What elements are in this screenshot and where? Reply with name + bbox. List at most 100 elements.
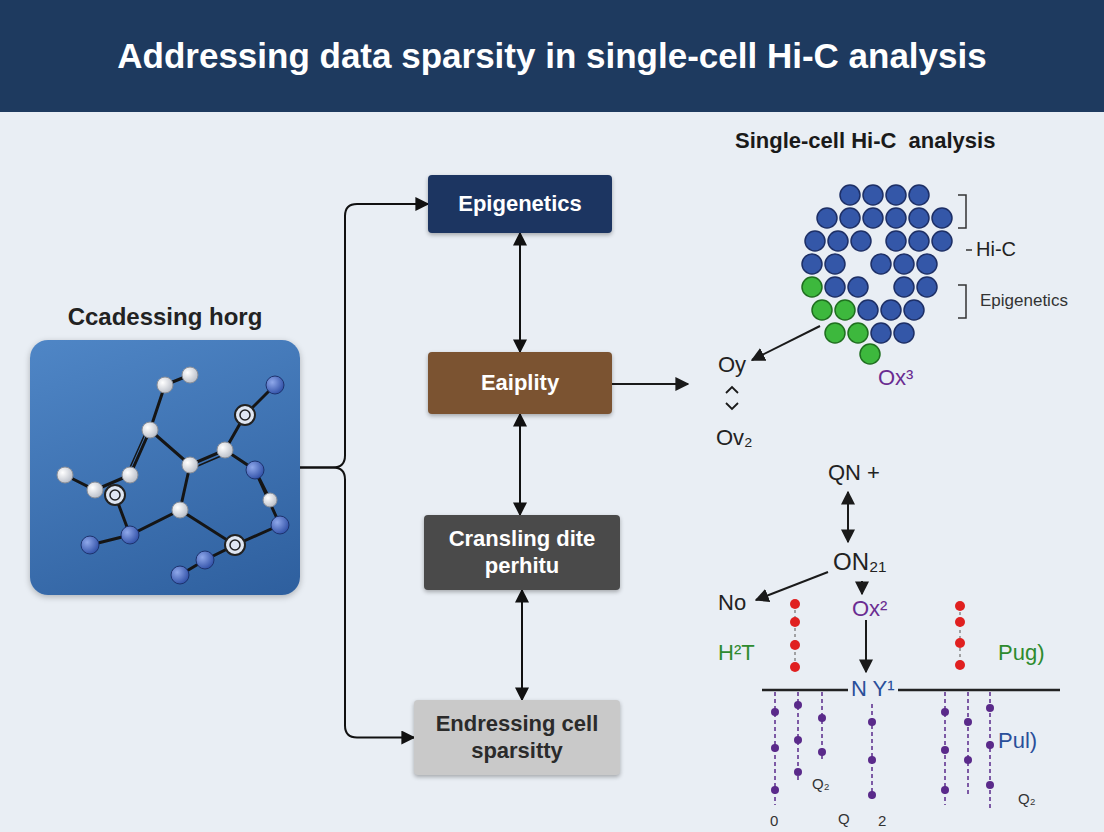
svg-circle [871,254,891,274]
svg-g [81,376,289,584]
svg-circle [240,410,250,420]
svg-circle [121,526,139,544]
svg-path [861,581,863,594]
svg-circle [818,714,826,722]
svg-circle [858,300,878,320]
annotation-label: Q₂ [812,775,830,792]
svg-path [966,249,972,251]
svg-circle [771,786,779,794]
box-label: Endressing cell sparsitty [424,711,610,764]
svg-circle [868,791,876,799]
svg-circle [87,482,103,498]
connector-arrow [519,414,521,515]
process-box: Eaiplity [428,352,612,414]
svg-circle [955,617,965,627]
svg-circle [825,254,845,274]
svg-circle [790,662,800,672]
annotation-label: N Y¹ [848,676,898,701]
svg-circle [840,208,860,228]
svg-circle [932,208,952,228]
annotation-label: Ox² [852,596,887,621]
svg-path [967,692,969,795]
annotation-label: Pug) [998,640,1044,665]
svg-circle [157,377,173,393]
svg-circle [110,490,120,500]
svg-circle [964,756,972,764]
svg-circle [771,708,779,716]
molecule-box [30,340,300,595]
leader-arrows [612,326,866,672]
svg-circle [230,540,240,550]
svg-path [128,427,228,472]
svg-circle [941,746,949,754]
svg-g [775,692,990,810]
svg-circle [271,516,289,534]
connector-arrow [519,233,521,352]
svg-circle [894,277,914,297]
svg-circle [266,376,284,394]
svg-circle [860,344,880,364]
node-heading: Ccadessing horg [30,302,300,332]
svg-circle [868,718,876,726]
svg-circle [825,277,845,297]
svg-path [958,195,966,228]
svg-circle [851,231,871,251]
svg-circle [817,208,837,228]
svg-circle [825,323,845,343]
connector-arrow [300,204,428,468]
svg-circle [790,617,800,627]
svg-circle [196,551,214,569]
svg-circle [246,461,264,479]
svg-path [865,620,867,672]
svg-g [771,701,994,799]
svg-circle [105,485,125,505]
annotation-label: Ov₂ [716,425,753,450]
svg-circle [964,718,972,726]
svg-circle [986,741,994,749]
annotation-label: Epigenetics [980,291,1068,311]
svg-circle [263,493,277,507]
svg-g [802,277,880,364]
box-label: Cransling dite perhitu [434,526,610,579]
svg-path [90,465,190,545]
annotation-label: Pul) [998,728,1037,753]
section-heading: Single-cell Hi-C analysis [735,128,995,153]
svg-path [795,604,960,667]
annotation-label: Ox³ [878,365,913,390]
svg-g [105,405,255,555]
svg-circle [917,277,937,297]
svg-circle [917,254,937,274]
svg-circle [794,736,802,744]
svg-circle [828,231,848,251]
svg-circle [955,601,965,611]
svg-circle [871,323,891,343]
svg-circle [182,457,198,473]
svg-circle [802,277,822,297]
process-box: Cransling dite perhitu [424,515,620,590]
svg-g [65,375,280,575]
annotation-label: Q₂ [1018,790,1036,807]
svg-circle [848,323,868,343]
svg-circle [171,566,189,584]
svg-circle [805,231,825,251]
svg-circle [142,422,158,438]
svg-circle [818,748,826,756]
svg-circle [886,208,906,228]
svg-g [110,410,250,550]
svg-g [57,367,277,518]
svg-circle [909,231,929,251]
process-box: Epigenetics [428,175,612,233]
svg-path [726,387,738,409]
svg-circle [909,208,929,228]
svg-circle [886,185,906,205]
svg-circle [904,300,924,320]
svg-path [958,285,966,318]
svg-circle [790,640,800,650]
svg-path [65,375,190,490]
svg-circle [57,467,73,483]
annotation-label: 0 [770,812,778,829]
svg-circle [894,323,914,343]
svg-circle [941,786,949,794]
